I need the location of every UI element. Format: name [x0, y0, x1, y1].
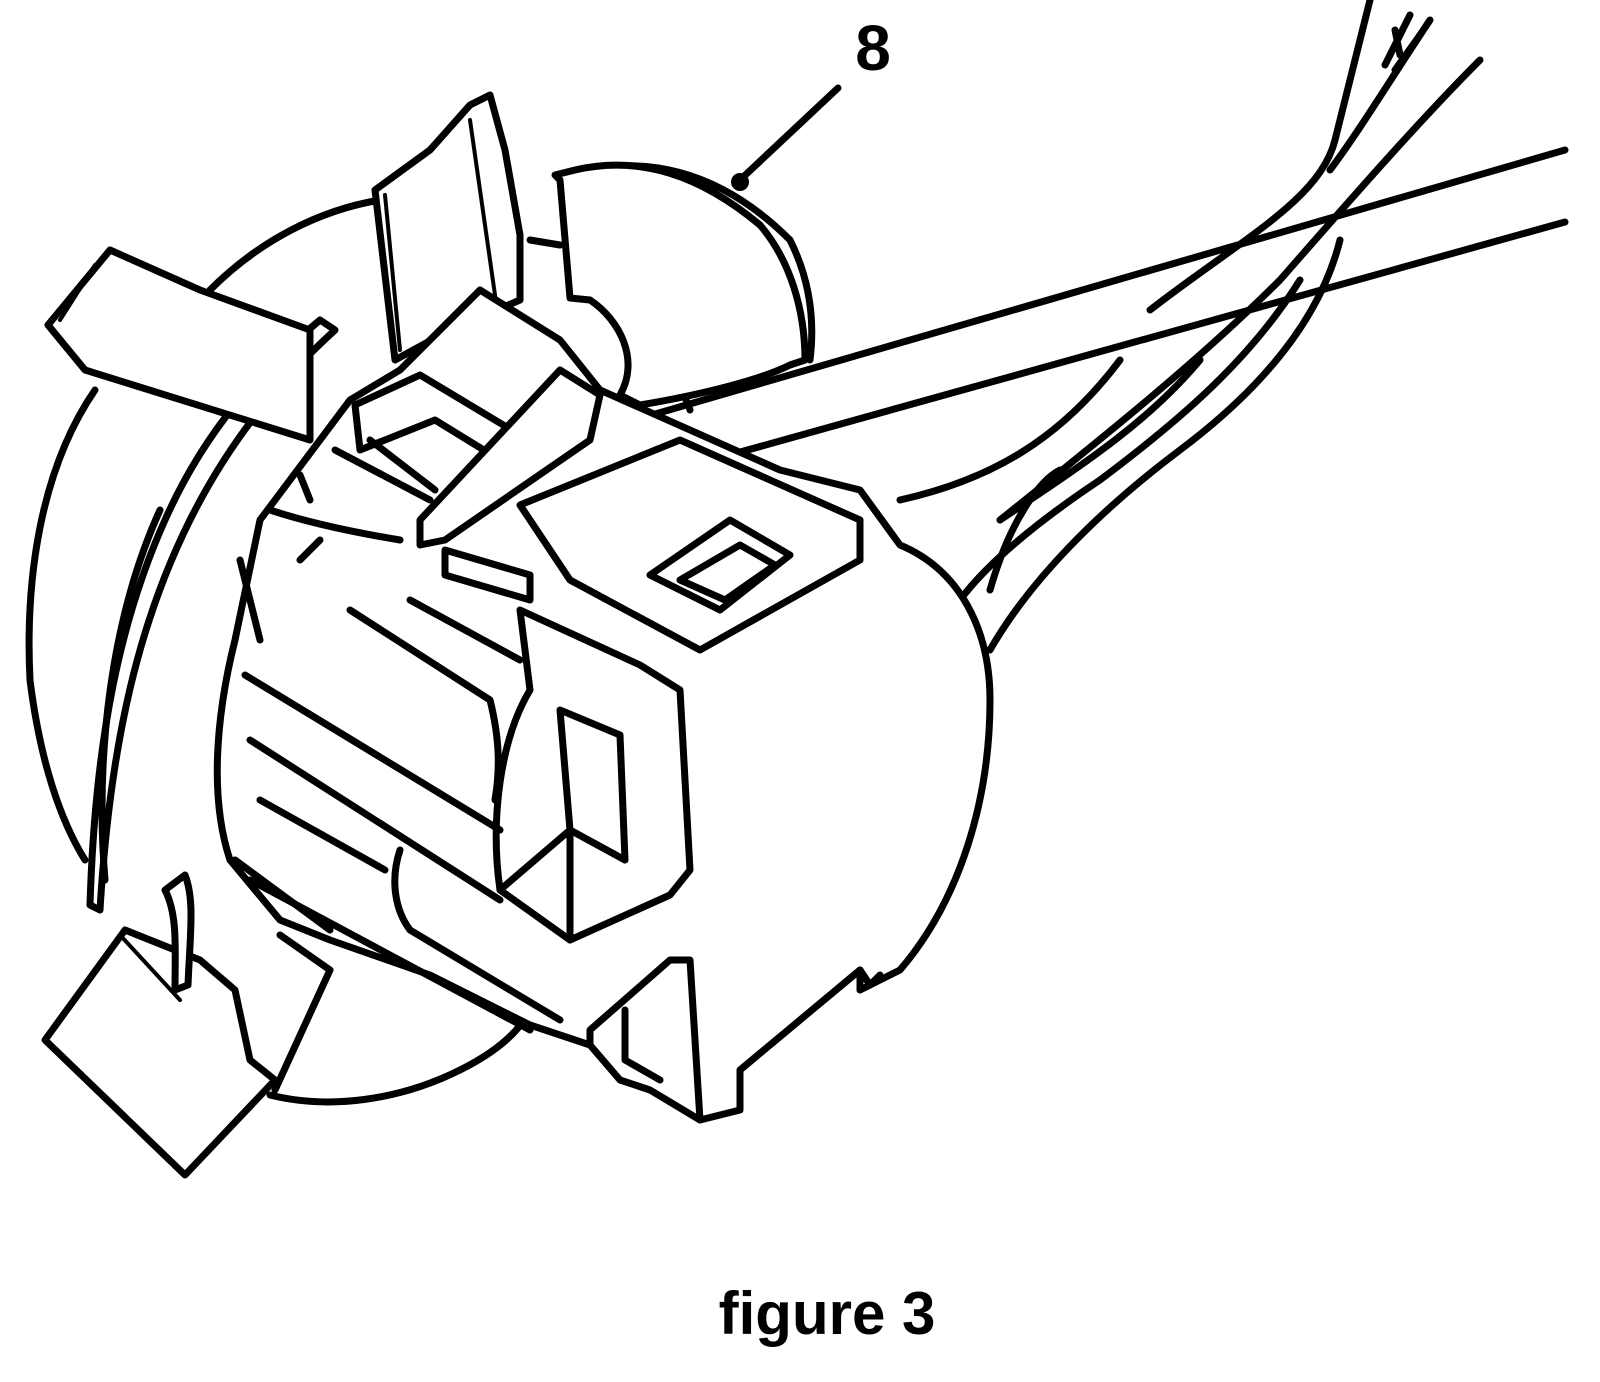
- wire-bundle: [896, 0, 1484, 654]
- bottom-bracket: [161, 871, 334, 1094]
- top-left-tab: [44, 246, 314, 444]
- connector-body: [213, 286, 994, 1124]
- bottom-left-tab: [41, 926, 279, 1179]
- leader-dot: [731, 173, 749, 191]
- reference-numeral: 8: [855, 12, 891, 84]
- reference-leader: [731, 84, 842, 191]
- figure-caption: figure 3: [719, 1280, 936, 1347]
- top-right-tab: [551, 161, 809, 409]
- left-flange: [86, 316, 339, 914]
